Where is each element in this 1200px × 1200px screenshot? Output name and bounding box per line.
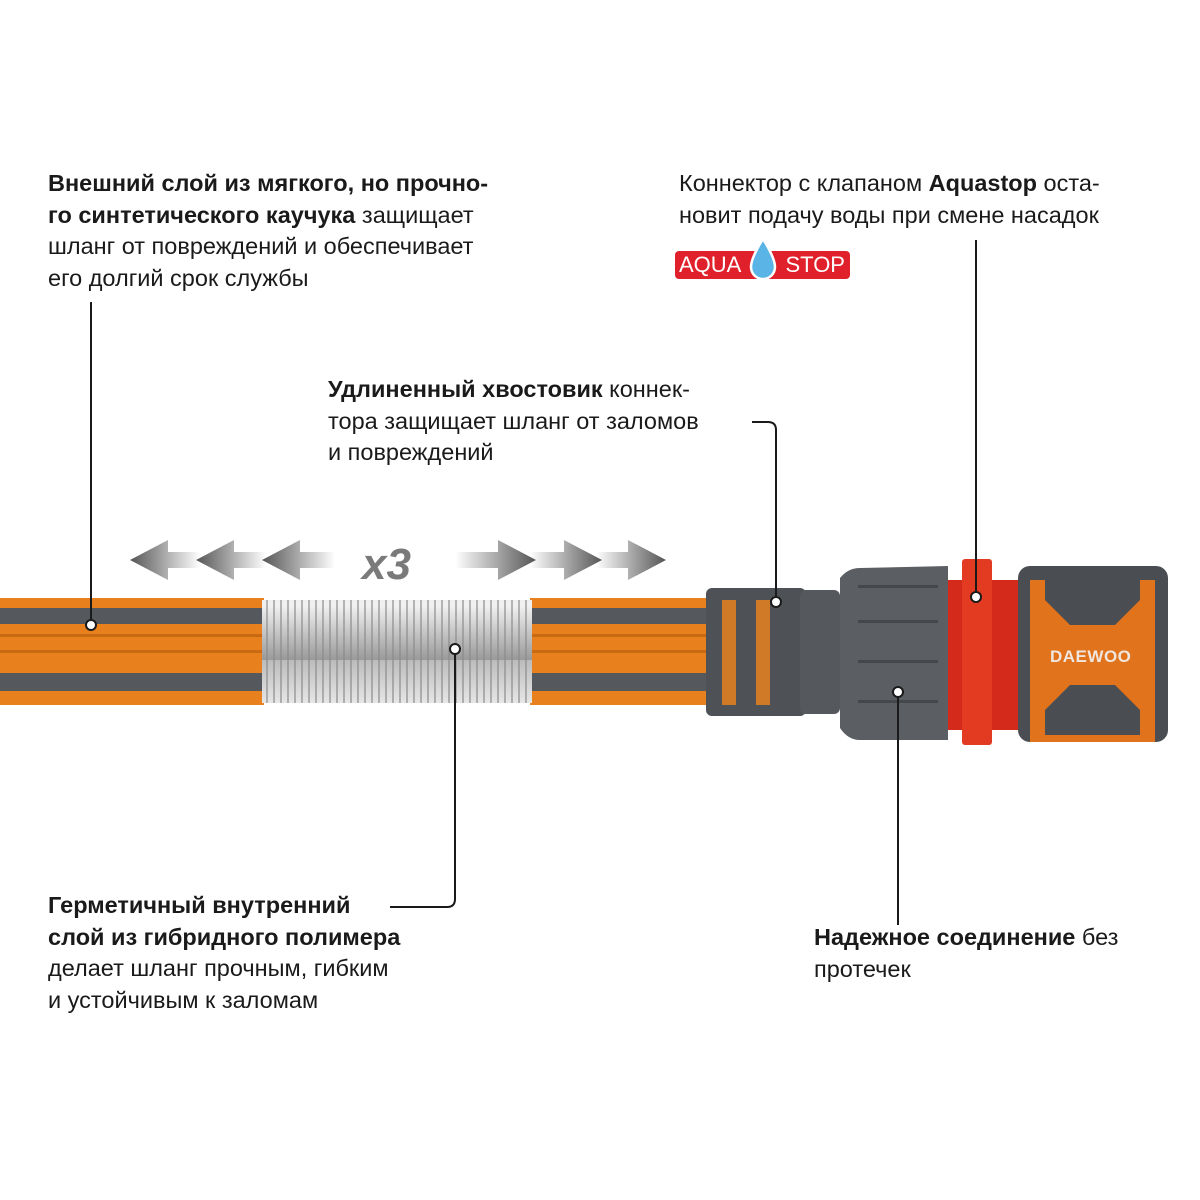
outer-l2: защищает [355,201,474,228]
shank-l2: тора защищает шланг от заломов [328,407,699,434]
aqua-l1-pre: Коннектор с клапаном [679,170,929,196]
callout-connection: Надежное соединение без протечек [814,922,1118,985]
stretch-arrows-left [130,540,335,580]
callout-dots [85,591,982,698]
badge-stop: STOP [785,252,845,277]
aqua-l1-bold: Aquastop [928,170,1037,196]
connector [706,559,1168,745]
inner-l4: и устойчивым к заломам [48,986,319,1013]
inner-l2: слой из гибридного полимера [48,923,401,950]
outer-l1: Внешний слой из мягкого, но прочно- [48,170,489,196]
callout-shank: Удлиненный хвостовик коннек- тора защища… [328,374,699,469]
water-drop-icon [749,237,777,281]
callout-aquastop: Коннектор с клапаном Aquastop оста- нови… [679,168,1100,231]
brand-logo: DAEWOO [1050,647,1132,666]
inner-l1: Герметичный внутренний [48,892,351,918]
stretch-arrows-right [455,540,666,580]
outer-l2-bold: го синтетического каучука [48,201,356,228]
hose-inner-spring [262,600,532,703]
conn-l2: протечек [814,955,911,982]
callout-outer-layer: Внешний слой из мягкого, но прочно- го с… [48,168,488,294]
aqua-l1-post: оста- [1037,170,1100,196]
stretch-label: x3 [362,540,411,589]
aquastop-badge: AQUA STOP [675,237,850,281]
badge-aqua: AQUA [679,252,742,277]
outer-l4: его долгий срок службы [48,264,309,291]
leader-lines [90,240,977,925]
inner-l3: делает шланг прочным, гибким [48,955,389,981]
conn-l1-bold: Надежное соединение [814,924,1076,950]
shank-l1: коннек- [602,376,690,402]
conn-l1: без [1075,924,1119,950]
shank-l3: и повреждений [328,439,494,465]
hose-outer-layer [0,598,720,705]
outer-l3: шланг от повреждений и обеспечивает [48,233,474,259]
callout-inner-layer: Герметичный внутренний слой из гибридног… [48,890,400,1016]
aqua-l2: новит подачу воды при смене насадок [679,201,1099,228]
shank-l1-bold: Удлиненный хвостовик [328,376,603,402]
